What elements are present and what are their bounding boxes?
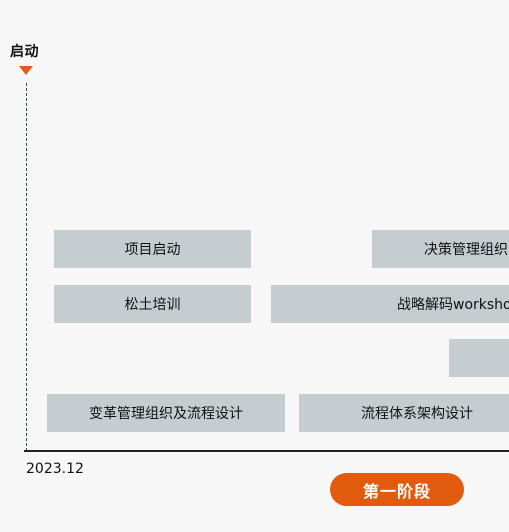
task-bar-project-kickoff: 项目启动 (54, 230, 251, 268)
task-label: 战略解码workshop (397, 297, 509, 313)
task-bar-decision-org: 决策管理组织 (372, 230, 509, 268)
timeline-start-date: 2023.12 (26, 461, 84, 477)
task-label: 项目启动 (124, 242, 181, 258)
timeline-axis (24, 450, 509, 452)
milestone-label: 启动 (10, 44, 39, 60)
task-label: 流程体系架构设计 (361, 406, 473, 422)
task-bar-change-management: 变革管理组织及流程设计 (47, 394, 285, 432)
milestone-triangle-icon (19, 66, 33, 75)
phase-badge: 第一阶段 (330, 473, 464, 506)
task-bar-training: 松土培训 (54, 285, 251, 323)
milestone-dashed-line (26, 83, 27, 451)
task-label: 变革管理组织及流程设计 (89, 406, 243, 422)
task-bar-strategy-workshop: 战略解码workshop (271, 285, 509, 323)
task-bar-unlabeled (449, 339, 509, 377)
task-label: 决策管理组织 (424, 242, 508, 258)
task-label: 松土培训 (124, 297, 181, 313)
task-bar-process-architecture: 流程体系架构设计 (299, 394, 509, 432)
